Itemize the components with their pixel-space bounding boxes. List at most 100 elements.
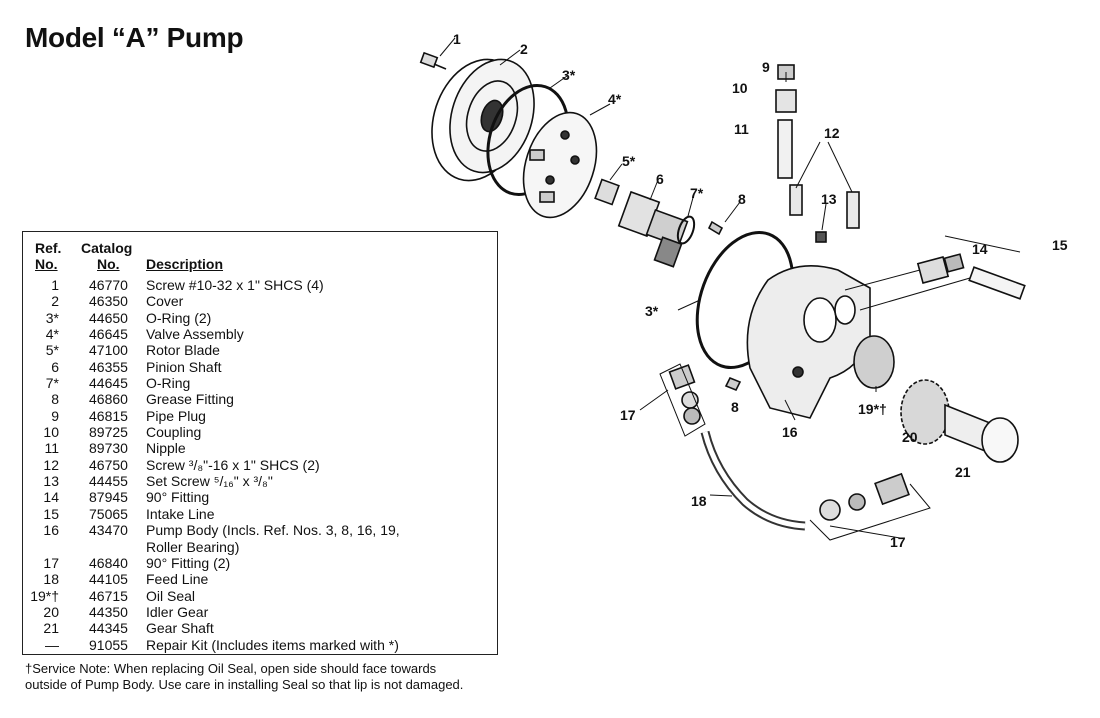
part-90-fitting-17-right [819,472,910,521]
callout-6: 6 [656,171,664,187]
row-description: Screw ³/₈"-16 x 1" SHCS (2) [146,456,320,473]
row-description: Cover [146,293,184,310]
row-description: Set Screw ⁵/₁₆" x ³/₈" [146,473,273,490]
callout-10: 10 [732,80,748,96]
header-catalog: Catalog No. [81,240,132,272]
row-description: Gear Shaft [146,620,214,637]
row-ref: 13 [43,473,59,490]
callout-13: 13 [821,191,837,207]
row-ref: 6 [51,358,59,375]
row-description: O-Ring (2) [146,309,212,326]
part-screw-12b [846,191,860,229]
callout-2: 2 [520,41,528,57]
row-ref: 3* [45,309,59,326]
service-note: †Service Note: When replacing Oil Seal, … [25,661,545,693]
row-description: Nipple [146,440,186,457]
callout-16: 16 [782,424,798,440]
part-90-fitting-17-left [668,364,701,425]
part-nipple [777,119,793,179]
callout-12: 12 [824,125,840,141]
part-valve-assembly [522,111,598,219]
row-description: 90° Fitting (2) [146,554,231,571]
callout-3-bottom: 3* [645,303,659,319]
callouts: 1 2 3* 4* 5* 6 7* 8 9 10 11 12 13 14 15 … [453,31,1068,550]
part-screw-12a [789,184,803,216]
row-ref: 20 [43,603,59,620]
part-intake-line [968,266,1026,300]
header-ref-line1: Ref. [35,240,62,256]
callout-9: 9 [762,59,770,75]
row-ref: 4* [45,326,59,343]
part-coupling [775,89,797,113]
callout-3-top: 3* [562,67,576,83]
part-pinion-shaft [617,190,689,268]
callout-20: 20 [902,429,918,445]
row-description: Coupling [146,424,202,441]
row-catalog: 44645 [89,375,128,392]
row-description: Intake Line [146,505,215,522]
leader-lines [439,37,1021,541]
row-ref: 9 [51,407,59,424]
page-title: Model “A” Pump [25,22,244,53]
table-row: 4* 46645 Valve Assembly [23,326,497,342]
callout-15: 15 [1052,237,1068,253]
row-ref: 2 [51,293,59,310]
row-catalog: 44350 [89,603,128,620]
header-catalog-line2: No. [97,256,120,272]
part-oil-seal [853,335,895,389]
part-o-ring-small [676,215,696,245]
row-ref: 14 [43,489,59,506]
row-ref: 18 [43,571,59,588]
callout-7: 7* [690,185,704,201]
row-ref: 10 [43,424,59,441]
header-description-text: Description [146,256,224,272]
callout-1: 1 [453,31,461,47]
header-ref: Ref. No. [35,240,61,272]
part-screw-1 [419,51,447,70]
row-description: Pinion Shaft [146,358,222,375]
part-90-fitting-14 [916,253,965,285]
row-description: Roller Bearing) [146,538,240,555]
row-catalog: 47100 [89,342,128,359]
row-catalog: 89725 [89,424,128,441]
part-cover [431,58,535,182]
row-ref: 21 [43,620,59,637]
row-ref: 17 [43,554,59,571]
row-ref: 12 [43,456,59,473]
part-rotor-blade [594,178,620,206]
row-description: Screw #10-32 x 1" SHCS (4) [146,277,324,293]
row-description: Valve Assembly [146,326,244,343]
row-description: Grease Fitting [146,391,234,408]
row-ref: 1 [51,277,59,293]
row-catalog: 46645 [89,326,128,343]
callout-14: 14 [972,241,988,257]
row-description: Pipe Plug [146,407,206,424]
row-description: Pump Body (Incls. Ref. Nos. 3, 8, 16, 19… [146,522,400,539]
callout-4: 4* [608,91,622,107]
callout-8-bottom: 8 [731,399,739,415]
row-ref: 8 [51,391,59,408]
row-ref: 7* [45,375,59,392]
callout-11: 11 [734,121,749,137]
callout-5: 5* [622,153,636,169]
table-row: Roller Bearing) [23,539,497,555]
part-pump-body [746,264,871,419]
row-catalog: 91055 [89,636,128,653]
